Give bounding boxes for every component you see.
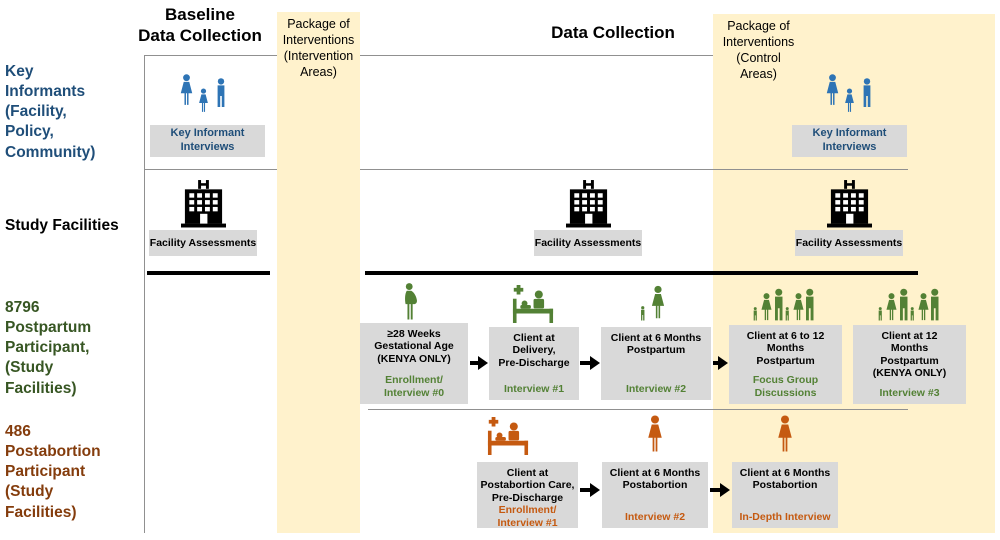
box-subtitle: Focus Group Discussions xyxy=(752,374,819,399)
people-group-icon xyxy=(824,72,880,122)
row-label-postabortion: 486 Postabortion Participant (Study Faci… xyxy=(5,423,101,521)
control-band-header: Package of Interventions (Control Areas) xyxy=(722,19,795,81)
box-title: Client at 12 Months Postpartum (KENYA ON… xyxy=(872,330,947,380)
postpartum-box-6to12months: Client at 6 to 12 Months Postpartum Focu… xyxy=(729,325,842,404)
key-informant-interviews-box: Key Informant Interviews xyxy=(150,125,265,157)
box-title: Client at 6 Months Postpartum xyxy=(610,332,702,357)
family-group-icon xyxy=(752,284,818,322)
postpartum-box-6months: Client at 6 Months Postpartum Interview … xyxy=(601,327,711,400)
hospital-icon xyxy=(181,180,226,229)
intervention-band-header: Package of Interventions (Intervention A… xyxy=(282,17,355,79)
pregnant-woman-icon xyxy=(401,283,421,323)
flow-arrow xyxy=(713,361,718,365)
postpartum-box-12months: Client at 12 Months Postpartum (KENYA ON… xyxy=(853,325,966,404)
box-title: Client at 6 Months Postabortion xyxy=(609,467,701,492)
box-title: Client at 6 Months Postabortion xyxy=(739,467,831,492)
woman-icon xyxy=(775,414,795,454)
postabortion-box-indepth: Client at 6 Months Postabortion In-Depth… xyxy=(732,462,838,528)
row-label-study-facilities: Study Facilities xyxy=(5,217,119,234)
hospital-icon xyxy=(566,180,611,229)
key-informant-interviews-box: Key Informant Interviews xyxy=(792,125,907,157)
flow-arrow xyxy=(580,361,590,365)
intervention-band xyxy=(277,12,360,533)
flow-arrow xyxy=(710,488,720,492)
box-subtitle: Interview #2 xyxy=(625,382,687,395)
box-subtitle: Interview #2 xyxy=(624,510,686,523)
grid-line-top-left xyxy=(145,55,277,56)
box-subtitle: Enrollment/ Interview #1 xyxy=(497,504,558,529)
flow-arrow xyxy=(580,488,590,492)
hospital-bed-icon xyxy=(510,285,556,323)
hospital-icon xyxy=(827,180,872,229)
divider-thick-right xyxy=(365,271,918,275)
facility-assessments-box: Facility Assessments xyxy=(149,230,257,256)
family-group-icon xyxy=(877,284,943,322)
hospital-bed-icon xyxy=(485,417,531,455)
data-collection-header: Data Collection xyxy=(551,23,675,42)
row-label-key-informants: Key Informants (Facility, Policy, Commun… xyxy=(5,63,96,161)
grid-line-vertical xyxy=(144,55,145,533)
flow-arrow xyxy=(470,361,478,365)
grid-line-row1-left xyxy=(145,169,277,170)
facility-assessments-box: Facility Assessments xyxy=(534,230,642,256)
divider-thick-left xyxy=(147,271,270,275)
box-subtitle: Interview #3 xyxy=(879,386,940,399)
woman-icon xyxy=(645,414,665,454)
grid-line-top-right xyxy=(360,55,713,56)
box-title: Client at Postabortion Care, Pre-Dischar… xyxy=(480,467,575,504)
grid-line-row3 xyxy=(368,409,908,410)
postpartum-box-delivery: Client at Delivery, Pre-Discharge Interv… xyxy=(489,327,579,400)
box-subtitle: In-Depth Interview xyxy=(739,510,831,523)
postabortion-box-6months: Client at 6 Months Postabortion Intervie… xyxy=(602,462,708,528)
box-title: Client at 6 to 12 Months Postpartum xyxy=(746,330,825,367)
facility-assessments-box: Facility Assessments xyxy=(795,230,903,256)
box-title: ≥28 Weeks Gestational Age (KENYA ONLY) xyxy=(374,328,454,365)
baseline-header: Baseline Data Collection xyxy=(138,5,262,46)
row-label-postpartum: 8796 Postpartum Participant, (Study Faci… xyxy=(5,299,92,397)
postpartum-box-enrollment: ≥28 Weeks Gestational Age (KENYA ONLY) E… xyxy=(360,323,468,404)
box-subtitle: Enrollment/ Interview #0 xyxy=(383,374,445,399)
woman-child-icon xyxy=(639,284,673,322)
postabortion-box-enrollment: Client at Postabortion Care, Pre-Dischar… xyxy=(477,462,578,529)
people-group-icon xyxy=(178,72,234,122)
grid-line-row1-right xyxy=(360,169,908,170)
box-subtitle: Interview #1 xyxy=(503,382,565,395)
box-title: Client at Delivery, Pre-Discharge xyxy=(498,332,570,369)
